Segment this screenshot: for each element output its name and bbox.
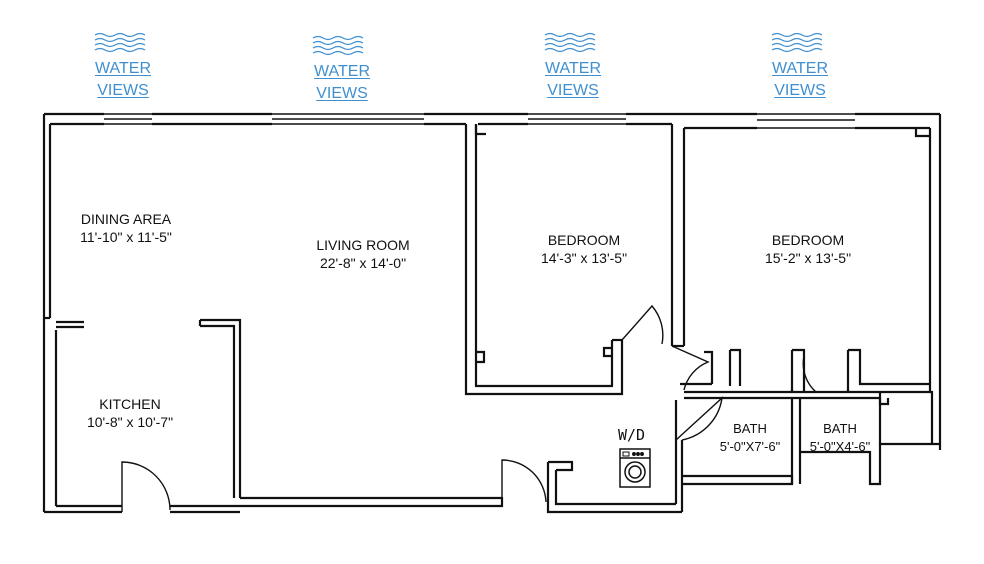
washing-machine-icon — [619, 448, 651, 488]
wave-icon — [544, 32, 596, 53]
room-label-bath-2: BATH 5'-0"X4'-6" — [796, 420, 884, 456]
washer-dryer-label: W/D — [618, 426, 646, 444]
room-label-kitchen: KITCHEN 10'-8" x 10'-7" — [76, 395, 184, 431]
room-size: 14'-3" x 13'-5" — [540, 250, 628, 266]
room-name: BATH — [733, 421, 767, 436]
wave-icon — [312, 35, 364, 56]
room-size: 10'-8" x 10'-7" — [86, 414, 174, 430]
room-label-living: LIVING ROOM 22'-8" x 14'-0" — [303, 236, 423, 272]
room-size: 5'-0"X4'-6" — [809, 439, 871, 454]
exterior-wall-bottom — [44, 460, 682, 514]
room-label-bath-1: BATH 5'-0"X7'-6" — [700, 420, 800, 456]
room-label-bedroom-2: BEDROOM 15'-2" x 13'-5" — [747, 231, 869, 267]
room-name: BEDROOM — [547, 232, 621, 248]
partition-bedrooms — [670, 124, 934, 444]
room-size: 5'-0"X7'-6" — [719, 439, 781, 454]
exterior-wall-left — [42, 114, 58, 512]
bath-walls — [674, 392, 940, 512]
room-name: DINING AREA — [80, 211, 172, 227]
room-name: BEDROOM — [771, 232, 845, 248]
room-name: BATH — [823, 421, 857, 436]
windows — [104, 113, 855, 129]
partition-living-bedroom — [464, 124, 624, 396]
kitchen-walls — [56, 318, 242, 508]
exterior-wall-top — [44, 112, 940, 130]
wave-icon — [94, 32, 146, 53]
room-label-dining: DINING AREA 11'-10" x 11'-5" — [70, 210, 182, 246]
room-name: KITCHEN — [99, 396, 161, 412]
water-wave-icons — [94, 32, 823, 56]
bedroom2-walls — [846, 114, 942, 450]
room-label-bedroom-1: BEDROOM 14'-3" x 13'-5" — [524, 231, 644, 267]
room-name: LIVING ROOM — [316, 237, 410, 253]
room-size: 22'-8" x 14'-0" — [319, 255, 407, 271]
closet-walls — [728, 348, 806, 392]
doors — [121, 304, 817, 512]
room-size: 11'-10" x 11'-5" — [80, 229, 172, 245]
wave-icon — [771, 32, 823, 53]
room-size: 15'-2" x 13'-5" — [764, 250, 852, 266]
